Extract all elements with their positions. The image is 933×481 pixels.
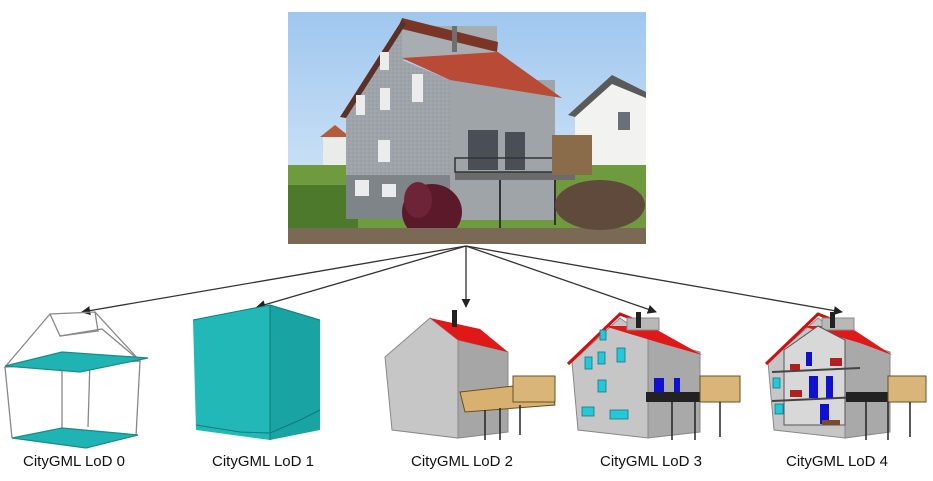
lod4-model <box>764 312 927 440</box>
photo-window <box>380 52 389 70</box>
arrow-to-lod1 <box>256 245 467 310</box>
photo-balcony-door <box>468 130 498 170</box>
lod4-balcony-rail <box>846 392 894 402</box>
lod3-shed <box>699 375 741 403</box>
lod3-window <box>616 347 626 363</box>
lod3-window <box>599 329 607 341</box>
lod2-model <box>384 310 556 440</box>
photo-chimney <box>452 26 457 52</box>
lod0-model <box>3 311 149 449</box>
lod3-window <box>597 379 607 393</box>
lod2-chimney <box>452 310 457 327</box>
lod4-side-wall <box>844 337 891 439</box>
photo-shrub <box>404 182 432 218</box>
lod4-furniture <box>830 358 842 366</box>
photo-balcony-door <box>505 132 525 170</box>
lod3-model <box>566 312 741 440</box>
lod1-caption: CityGML LoD 1 <box>212 453 314 470</box>
lod3-window <box>597 351 606 365</box>
photo-bush <box>555 180 645 230</box>
lod0-edge <box>135 360 141 437</box>
photo-shed <box>552 135 592 175</box>
photo-window <box>412 74 423 102</box>
lod3-caption: CityGML LoD 3 <box>600 453 702 470</box>
lod2-caption: CityGML LoD 2 <box>411 453 513 470</box>
lod3-door <box>674 378 680 396</box>
photo-window <box>378 140 390 162</box>
photo-neighbour-window <box>618 112 630 130</box>
arrow-to-lod4 <box>465 245 843 316</box>
lod1-side-face <box>270 305 320 440</box>
lod0-edge <box>87 359 91 428</box>
lod3-roof <box>604 326 702 355</box>
lod3-window <box>584 356 593 370</box>
photo-neighbour-small <box>323 135 347 165</box>
arrows <box>81 245 843 316</box>
photo-neighbour-small-roof <box>320 125 350 137</box>
lod1-terrain-line <box>195 409 321 434</box>
photo-window <box>355 180 369 196</box>
lod3-window <box>581 406 595 417</box>
lod4-chimney <box>830 312 835 328</box>
lod4-furniture <box>790 390 802 397</box>
photo-house-front-wall <box>450 80 555 220</box>
photo-ground <box>288 228 646 244</box>
lod4-window <box>772 377 781 389</box>
lod4-floor <box>771 396 861 402</box>
arrow-to-lod0 <box>81 245 467 316</box>
lod4-roof <box>802 326 892 355</box>
lod0-roof-ridge <box>59 328 141 362</box>
photo-roof <box>402 52 562 98</box>
lod0-edge <box>4 366 13 439</box>
lod1-model <box>192 304 321 440</box>
lod4-window <box>774 403 784 415</box>
photo-dormer-roof <box>398 18 498 52</box>
photo-window <box>382 184 396 197</box>
lod4-door <box>809 376 818 398</box>
lod2-shed <box>512 375 556 403</box>
lod3-door <box>654 378 664 398</box>
house-photo <box>288 12 646 244</box>
photo-balcony-deck <box>455 172 575 180</box>
photo-window <box>380 88 390 110</box>
lod4-door <box>806 352 812 366</box>
lod4-shed <box>887 375 927 403</box>
photo-neighbour-right <box>575 80 646 165</box>
lod4-dormer <box>821 317 855 331</box>
lod0-roof-outline <box>49 311 99 337</box>
lod4-caption: CityGML LoD 4 <box>786 453 888 470</box>
lod4-door <box>820 404 829 424</box>
lod3-chimney <box>636 312 641 328</box>
lod3-window <box>609 409 629 420</box>
photo-roof-edge <box>340 20 406 118</box>
photo-window <box>356 95 365 115</box>
lod3-balcony-rail <box>646 392 704 402</box>
lod4-door <box>826 376 833 398</box>
lod3-dormer <box>626 317 660 331</box>
lod3-gable-wall <box>571 317 649 439</box>
lod1-front-face <box>193 305 270 440</box>
lod0-eaves-plane <box>4 351 149 373</box>
lod4-floor <box>771 367 861 373</box>
lod0-caption: CityGML LoD 0 <box>23 453 125 470</box>
photo-neighbour-right-roof <box>568 75 646 117</box>
lod4-furniture <box>822 420 840 425</box>
arrow-to-lod3 <box>465 245 657 314</box>
lod2-gable-wall <box>384 317 459 439</box>
lod0-footprint <box>11 427 139 449</box>
lod4-furniture <box>790 364 800 370</box>
lod2-roof <box>430 318 508 352</box>
